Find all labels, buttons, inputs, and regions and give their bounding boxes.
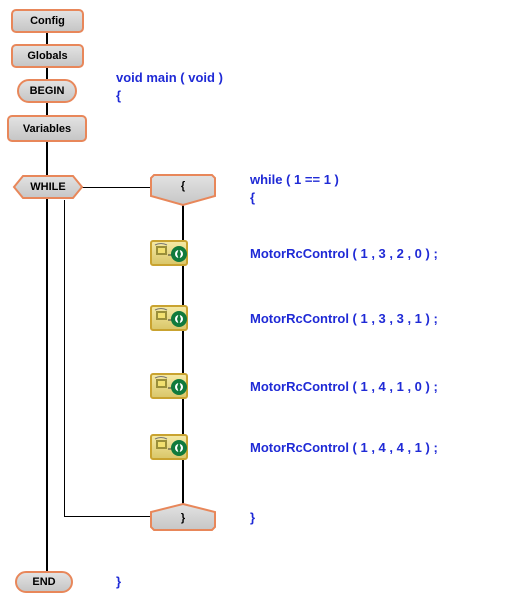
while-close-brace-text: } — [250, 510, 256, 525]
motor-rc-control-icon — [154, 243, 187, 262]
while-loop-back-wire — [64, 200, 65, 516]
motor-rc-control-block-2[interactable] — [150, 305, 188, 331]
config-block[interactable]: Config — [11, 9, 84, 33]
motor-rc-control-block-4[interactable] — [150, 434, 188, 460]
variables-block[interactable]: Variables — [7, 115, 87, 142]
loop-bottom-wire — [64, 516, 152, 517]
loop-body-wire — [182, 205, 184, 505]
end-block[interactable]: END — [15, 571, 73, 593]
motor-rc-control-icon — [154, 308, 187, 327]
main-flow-wire — [46, 32, 48, 577]
motor-code-line: MotorRcControl ( 1 , 4 , 4 , 1 ) ; — [250, 440, 438, 455]
motor-rc-control-block-1[interactable] — [150, 240, 188, 266]
while-header-text: while ( 1 == 1 ) — [250, 172, 339, 187]
begin-block[interactable]: BEGIN — [17, 79, 77, 103]
while-block[interactable] — [12, 175, 84, 199]
main-signature-text: void main ( void ) — [116, 70, 223, 85]
motor-rc-control-block-3[interactable] — [150, 373, 188, 399]
motor-code-line: MotorRcControl ( 1 , 3 , 3 , 1 ) ; — [250, 311, 438, 326]
globals-block[interactable]: Globals — [11, 44, 84, 68]
while-to-brace-wire — [82, 187, 152, 188]
motor-rc-control-icon — [154, 437, 187, 456]
motor-rc-control-icon — [154, 376, 187, 395]
open-brace-block[interactable] — [150, 174, 216, 207]
motor-code-line: MotorRcControl ( 1 , 3 , 2 , 0 ) ; — [250, 246, 438, 261]
while-open-brace-text: { — [250, 190, 256, 205]
main-open-brace-text: { — [116, 88, 122, 103]
main-close-brace-text: } — [116, 574, 122, 589]
close-brace-block[interactable] — [150, 502, 216, 531]
motor-code-line: MotorRcControl ( 1 , 4 , 1 , 0 ) ; — [250, 379, 438, 394]
